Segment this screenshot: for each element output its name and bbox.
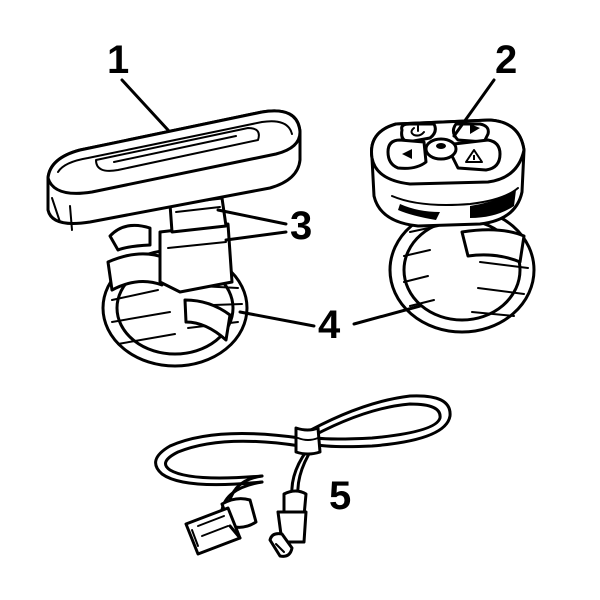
leader-2 [452, 78, 496, 138]
usb-a-connector [184, 497, 258, 556]
remote-mount-strap [388, 206, 536, 334]
callout-3: 3 [290, 204, 313, 248]
remote-housing [370, 118, 526, 228]
callout-4: 4 [318, 303, 341, 347]
leader-4b [352, 304, 422, 326]
leader-lines [120, 78, 496, 328]
leader-3a [216, 208, 288, 226]
leader-1 [120, 78, 170, 132]
callout-5: 5 [329, 474, 352, 518]
left-arrow-icon [402, 149, 412, 159]
warning-triangle-icon [465, 149, 483, 163]
callout-1: 1 [107, 38, 130, 82]
cable-tie [294, 426, 322, 456]
remote-buttons [386, 122, 502, 172]
callout-2: 2 [495, 38, 518, 82]
light-bracket [108, 196, 234, 294]
remote-unit [370, 118, 536, 334]
usb-c-connector [268, 489, 308, 558]
right-arrow-icon [470, 124, 480, 134]
usb-cable [154, 394, 452, 558]
leader-4a [238, 310, 316, 328]
leader-3b [224, 230, 288, 242]
light-unit [46, 109, 302, 368]
power-icon [410, 125, 425, 137]
light-body [46, 109, 302, 231]
